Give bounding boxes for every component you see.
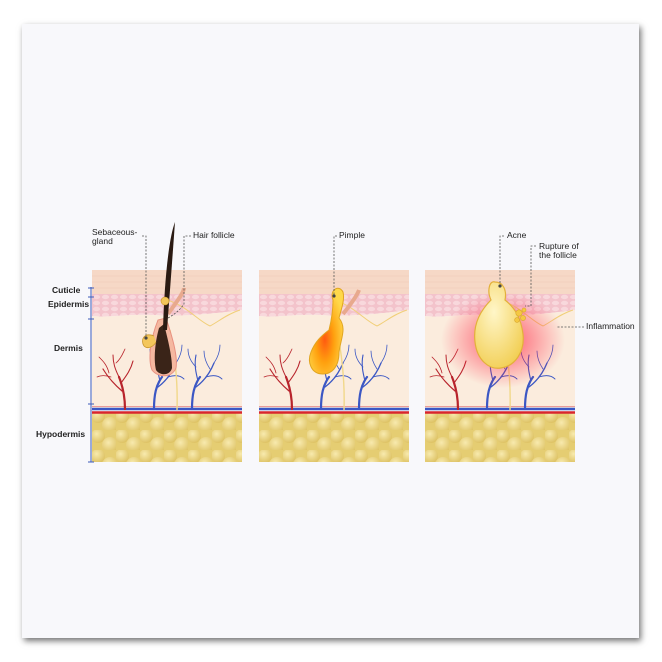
acne-label: Acne — [507, 230, 527, 240]
pimple-label: Pimple — [339, 230, 365, 240]
rupture-label-line2: the follicle — [539, 249, 577, 260]
panel-acne — [425, 270, 575, 462]
sebaceous-gland-label-line1: Sebaceous- — [92, 227, 138, 237]
rupture-label-line1: Rupture of — [539, 241, 579, 251]
inflammation-label: Inflammation — [586, 321, 635, 331]
sebaceous-gland-label: Sebaceous- gland — [92, 228, 137, 246]
cuticle-label: Cuticle — [52, 285, 81, 295]
panel-hair-follicle — [92, 222, 242, 462]
hypodermis-label: Hypodermis — [36, 429, 86, 439]
layer-bracket — [88, 287, 94, 463]
pimple-follicle — [309, 287, 344, 375]
leader-lines — [142, 235, 584, 338]
epidermis-label: Epidermis — [48, 299, 90, 309]
sebaceous-gland-label-line2: gland — [92, 235, 113, 246]
dermis-label: Dermis — [54, 343, 83, 353]
panel-pimple — [259, 270, 409, 462]
hair-follicle-label: Hair follicle — [193, 230, 235, 240]
acne-lesion — [474, 281, 524, 369]
rupture-label: Rupture of the follicle — [539, 242, 579, 260]
